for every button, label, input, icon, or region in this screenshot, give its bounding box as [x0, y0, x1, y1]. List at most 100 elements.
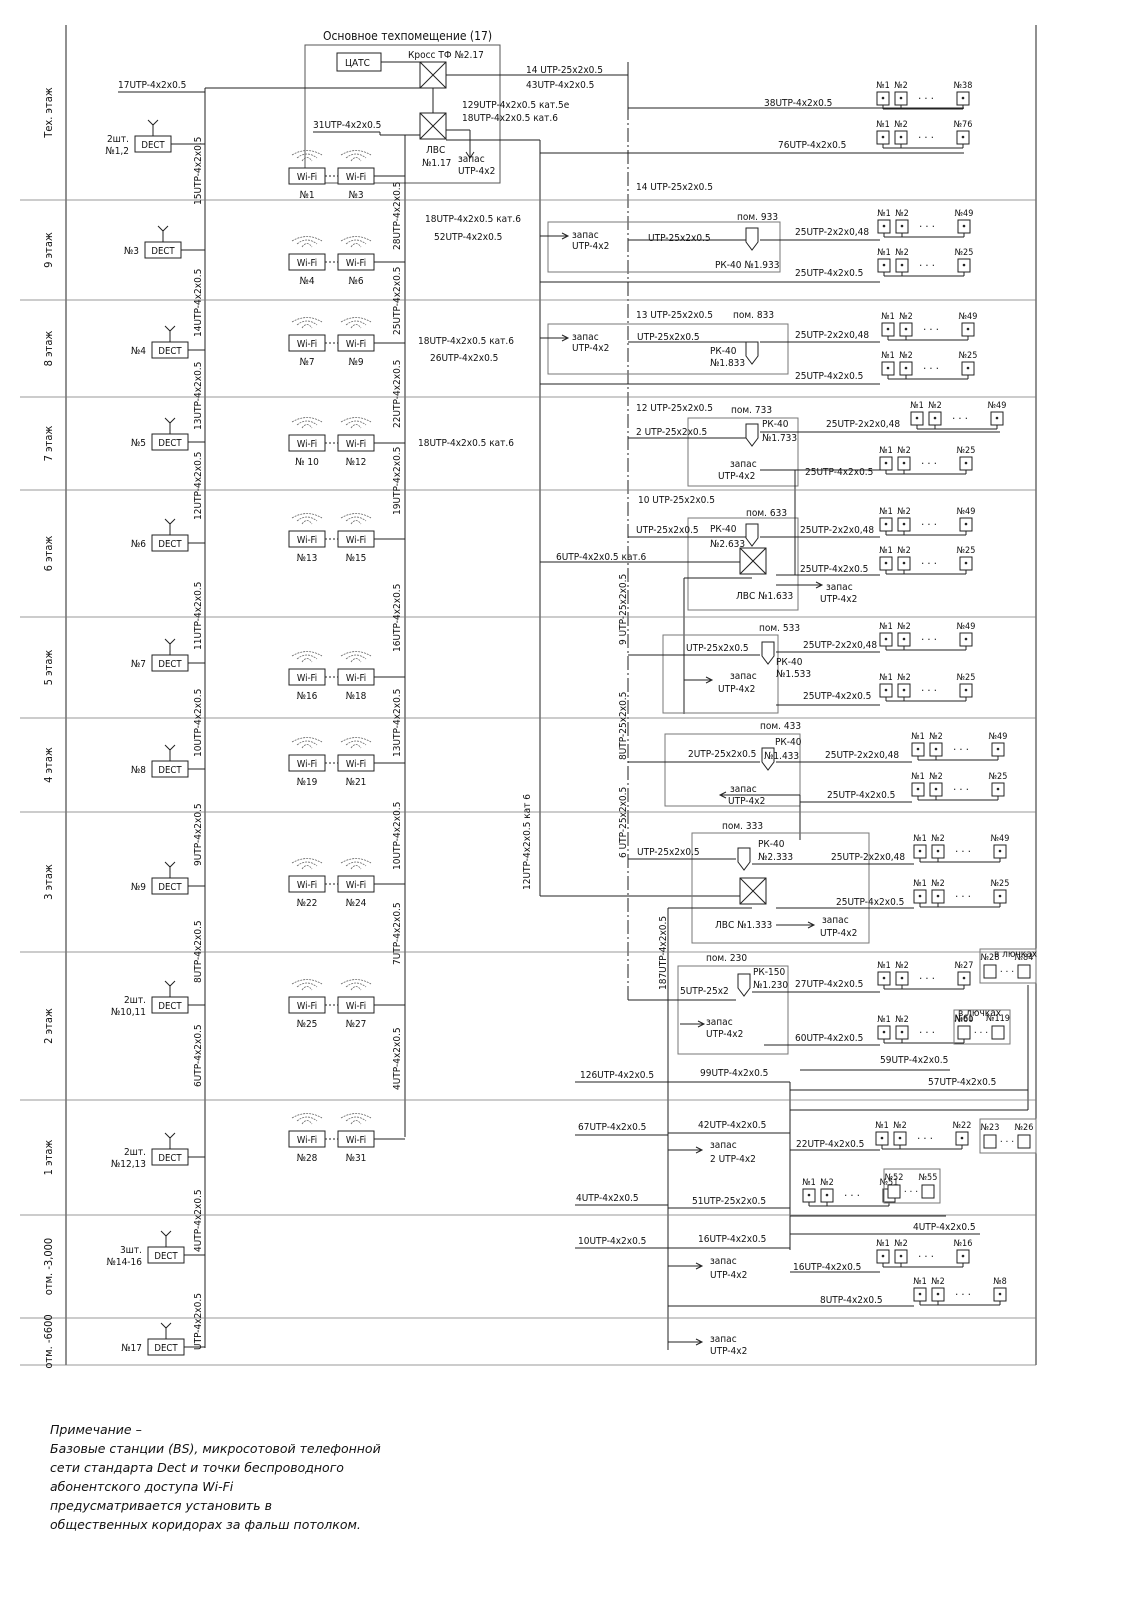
cable-label: РК-40 [758, 839, 785, 850]
outlet-number: №76 [954, 120, 973, 130]
outlet-dot [962, 263, 966, 267]
dect-number: №12,13 [111, 1159, 146, 1170]
riser-cable-label: 8UTP-25x2x0.5 [618, 692, 629, 760]
outlet-dot [886, 366, 890, 370]
outlet-dot [880, 1136, 884, 1140]
floor-label: 9 этаж [42, 232, 55, 268]
cable-label: 4UTP-4x2x0.5 [913, 1222, 976, 1233]
outlet-dot [881, 1254, 885, 1258]
wifi-access-point-icon [345, 516, 367, 522]
outlet-number: №1 [879, 446, 893, 456]
cable-label: 16UTP-4x2x0.5 [698, 1234, 766, 1245]
cable-label: 5UTP-25x2 [680, 986, 729, 997]
wifi-access-point-icon [301, 324, 313, 329]
wifi-access-point-icon [291, 150, 323, 156]
outlet-dot [900, 976, 904, 980]
cable-label: 67UTP-4x2x0.5 [578, 1122, 646, 1133]
antenna-icon [164, 325, 176, 332]
riser-cable-label: 12UTP-4x2x0.5 [193, 452, 204, 520]
floor-label: 7 этаж [42, 426, 55, 462]
antenna-icon [160, 1230, 172, 1237]
outlet-dot [961, 1254, 965, 1258]
outlet-dot [900, 224, 904, 228]
riser-cable-label: 6 UTP-25x2x0.5 [618, 787, 629, 858]
outlet-number: №60 [955, 1015, 974, 1025]
outlet-number: №2 [897, 546, 911, 556]
dect-label: DECT [158, 659, 182, 670]
outlet-number: №1 [879, 622, 893, 632]
cable-label: 25UTP-4x2x0.5 [805, 467, 873, 478]
cable-label: 52UTP-4x2x0.5 [434, 232, 502, 243]
wifi-access-point-icon [345, 153, 367, 159]
outlet-number: №49 [959, 312, 978, 322]
cable-label: 51UTP-25x2x0.5 [692, 1196, 766, 1207]
dect-number: №8 [131, 765, 146, 776]
cable-label: пом. 833 [733, 310, 774, 321]
wifi-access-point-icon [350, 157, 362, 162]
outlet-number: №28 [981, 953, 1000, 963]
outlet-dot [884, 688, 888, 692]
outlet-number: №1 [877, 209, 891, 219]
wifi-number: №9 [348, 357, 363, 368]
outlet-number: №55 [919, 1173, 938, 1183]
riser-cable-label: 6UTP-4x2x0.5 [193, 1024, 204, 1087]
outlet-dot [882, 263, 886, 267]
outlet-dot [918, 849, 922, 853]
wifi-access-point-icon [291, 979, 323, 985]
riser-cable-label: 28UTP-4x2x0.5 [392, 182, 403, 250]
outlet-number: №2 [894, 81, 908, 91]
ellipsis: · · · [918, 92, 934, 105]
outlet-number: №1 [881, 351, 895, 361]
wifi-label: Wi-Fi [297, 339, 317, 350]
cable-label: 2 UTP-25x2x0.5 [636, 427, 707, 438]
wifi-number: №27 [346, 1019, 367, 1030]
cable-label: 59UTP-4x2x0.5 [880, 1055, 948, 1066]
ellipsis: · · · [921, 457, 937, 470]
outlet-number: №49 [957, 507, 976, 517]
antenna-icon [164, 861, 176, 868]
riser-cable-label: 11UTP-4x2x0.5 [193, 582, 204, 650]
cable-label: запас [822, 915, 849, 926]
footnote: Примечание –Базовые станции (BS), микрос… [50, 1420, 470, 1534]
cable-label: №1.833 [710, 358, 745, 369]
distribution-box-icon [745, 341, 759, 365]
outlet-dot [918, 1292, 922, 1296]
atc-label: ЦАТС [345, 58, 370, 69]
outlet-number: №2 [894, 1239, 908, 1249]
floor-label: отм. -3,000 [42, 1238, 55, 1295]
outlet-number: №8 [993, 1277, 1007, 1287]
ellipsis: · · · [918, 131, 934, 144]
cable-label: 25UTP-2x2x0,48 [826, 419, 900, 430]
dect-number: №9 [131, 882, 146, 893]
outlet-dot [884, 561, 888, 565]
riser-cable-label: 15UTP-4x2x0.5 [193, 137, 204, 205]
outlet-dot [998, 1292, 1002, 1296]
outlet-number: №25 [989, 772, 1008, 782]
cable-label: ЛВС №1.633 [736, 591, 793, 602]
outlet-number: №1 [881, 312, 895, 322]
wifi-number: № 10 [295, 457, 319, 468]
cable-label: 12 UTP-25x2x0.5 [636, 403, 713, 414]
wifi-access-point-icon [291, 858, 323, 864]
note-line: сети стандарта Dect и точки беспроводног… [50, 1460, 344, 1475]
antenna-icon [164, 1132, 176, 1139]
dect-number: №4 [131, 346, 146, 357]
cable-label: 42UTP-4x2x0.5 [698, 1120, 766, 1131]
note-line: Базовые станции (BS), микросотовой телеф… [50, 1441, 381, 1456]
cable-label: №2.633 [710, 539, 745, 550]
note-line: абонентского доступа Wi-Fi [50, 1479, 234, 1494]
ellipsis: · · · [953, 743, 969, 756]
outlet-number: №84 [1015, 953, 1034, 963]
outlet-number: №1 [876, 81, 890, 91]
cable-label: 25UTP-4x2x0.5 [795, 371, 863, 382]
wifi-access-point-icon [301, 744, 313, 749]
outlet-number: №2 [897, 673, 911, 683]
